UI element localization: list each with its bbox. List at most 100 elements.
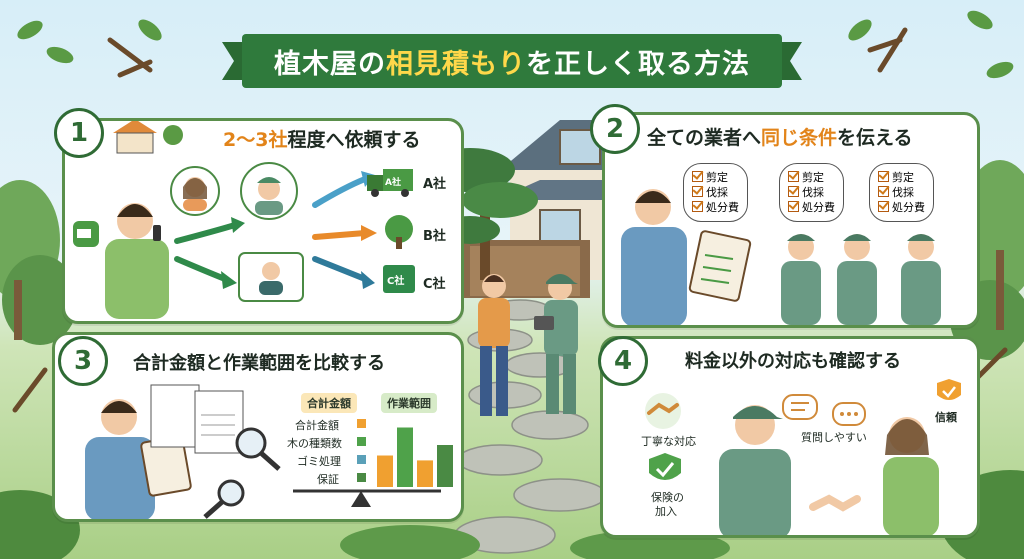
condition-item: 剪定 xyxy=(692,170,739,185)
conditions-bubble-2: 剪定 伐採 処分費 xyxy=(779,163,844,222)
house-icon xyxy=(113,121,183,154)
step2-title-post: を伝える xyxy=(837,127,913,149)
comparison-bar xyxy=(417,460,433,487)
speech-bubble-icon xyxy=(782,394,866,426)
comparison-bar xyxy=(377,455,393,487)
checkbox-icon xyxy=(788,171,799,182)
checkbox-icon xyxy=(878,171,889,182)
step2-title-pre: 全ての業者へ xyxy=(647,127,762,149)
company-b-label: B社 xyxy=(423,229,446,244)
man-on-phone xyxy=(105,203,169,319)
comparison-bars xyxy=(377,427,453,487)
condition-label: 伐採 xyxy=(802,186,824,199)
step4-number: 4 xyxy=(598,336,648,386)
question-label: 質問しやすい xyxy=(801,431,867,444)
step2-number: 2 xyxy=(590,104,640,154)
condition-item: 処分費 xyxy=(788,200,835,215)
client-with-clipboard xyxy=(621,189,752,325)
compare-row-label: 合計金額 xyxy=(295,419,339,432)
document-icon xyxy=(150,384,244,454)
condition-item: 処分費 xyxy=(692,200,739,215)
insurance-label-2: 加入 xyxy=(655,505,677,518)
worker-figure xyxy=(719,405,791,535)
gardener-figure xyxy=(534,274,578,414)
truck-icon xyxy=(73,221,99,247)
polite-label: 丁寧な対応 xyxy=(641,435,696,448)
step2-title: 全ての業者へ同じ条件を伝える xyxy=(647,123,912,150)
step4-panel: 料金以外の対応も確認する 丁寧な対応 質問しやすい 信頼 保険の 加入 xyxy=(600,336,980,538)
title-part-pre: 植木屋の xyxy=(274,48,386,80)
checkbox-icon xyxy=(878,186,889,197)
handshake-icon xyxy=(645,393,681,429)
step4-title: 料金以外の対応も確認する xyxy=(685,351,901,372)
step1-title-rest: 程度へ依頼する xyxy=(287,129,421,151)
condition-item: 剪定 xyxy=(878,170,925,185)
step4-illustration xyxy=(645,379,961,535)
step2-panel: 全ての業者へ同じ条件を伝える 剪定 伐採 処分費 剪定 伐採 処分費 剪定 伐採… xyxy=(602,112,980,328)
trust-label: 信頼 xyxy=(935,411,957,424)
page-title: 植木屋の相見積もりを正しく取る方法 xyxy=(222,30,802,92)
step1-title-highlight: 2〜3社 xyxy=(223,129,288,151)
compare-right-tag: 作業範囲 xyxy=(381,393,437,413)
condition-label: 剪定 xyxy=(706,171,728,184)
worker-avatar xyxy=(240,162,298,220)
checkbox-icon xyxy=(878,201,889,212)
compare-row-label: ゴミ処理 xyxy=(297,455,341,468)
row-markers xyxy=(357,419,366,482)
checkbox-icon xyxy=(788,201,799,212)
truck-icon xyxy=(367,169,413,197)
compare-left-tag: 合計金額 xyxy=(301,393,357,413)
step3-number: 3 xyxy=(58,336,108,386)
step1-number: 1 xyxy=(54,108,104,158)
condition-item: 伐採 xyxy=(692,185,739,200)
handshake-icon xyxy=(809,494,861,512)
checkbox-icon xyxy=(788,186,799,197)
company-a-label: A社 xyxy=(423,177,447,192)
man-with-clipboard xyxy=(85,399,192,519)
video-call-avatar xyxy=(238,252,304,302)
company-c-badge: C社 xyxy=(387,276,405,287)
step2-illustration xyxy=(621,189,941,325)
condition-label: 伐採 xyxy=(892,186,914,199)
conditions-bubble-3: 剪定 伐採 処分費 xyxy=(869,163,934,222)
condition-label: 処分費 xyxy=(706,201,739,214)
insurance-label-1: 保険の xyxy=(651,491,684,504)
compare-row-label: 木の種類数 xyxy=(287,437,342,450)
checkbox-icon xyxy=(692,186,703,197)
company-c-label: C社 xyxy=(423,277,446,292)
stone-path xyxy=(454,299,607,554)
scale-base xyxy=(293,489,441,507)
shears-icon xyxy=(12,27,1008,413)
condition-item: 剪定 xyxy=(788,170,835,185)
condition-item: 伐採 xyxy=(878,185,925,200)
compare-row-label: 保証 xyxy=(317,473,339,486)
condition-item: 伐採 xyxy=(788,185,835,200)
step3-title: 合計金額と作業範囲を比較する xyxy=(133,353,385,374)
comparison-bar xyxy=(437,445,453,487)
condition-label: 伐採 xyxy=(706,186,728,199)
step1-panel: 2〜3社程度へ依頼する A社 C社 A社 B社 C社 xyxy=(62,118,464,324)
title-highlight: 相見積もり xyxy=(386,48,526,80)
conditions-bubble-1: 剪定 伐採 処分費 xyxy=(683,163,748,222)
woman-avatar xyxy=(170,166,220,216)
title-banner xyxy=(222,34,802,88)
trust-shield-icon xyxy=(937,379,961,400)
woman-figure xyxy=(883,417,939,535)
step1-title: 2〜3社程度へ依頼する xyxy=(223,125,420,152)
condition-label: 剪定 xyxy=(802,171,824,184)
arrow-icons xyxy=(174,176,368,282)
checkbox-icon xyxy=(692,201,703,212)
title-part-post: を正しく取る方法 xyxy=(526,48,750,80)
background-trees-left xyxy=(0,180,78,345)
condition-item: 処分費 xyxy=(878,200,925,215)
condition-label: 処分費 xyxy=(892,201,925,214)
shield-icon xyxy=(649,453,681,480)
comparison-bar xyxy=(397,427,413,487)
leaf-decoration xyxy=(17,10,1014,79)
workers-group xyxy=(781,234,941,325)
tree-icon xyxy=(385,215,413,249)
checkbox-icon xyxy=(692,171,703,182)
condition-label: 処分費 xyxy=(802,201,835,214)
step1-illustration xyxy=(73,121,415,319)
